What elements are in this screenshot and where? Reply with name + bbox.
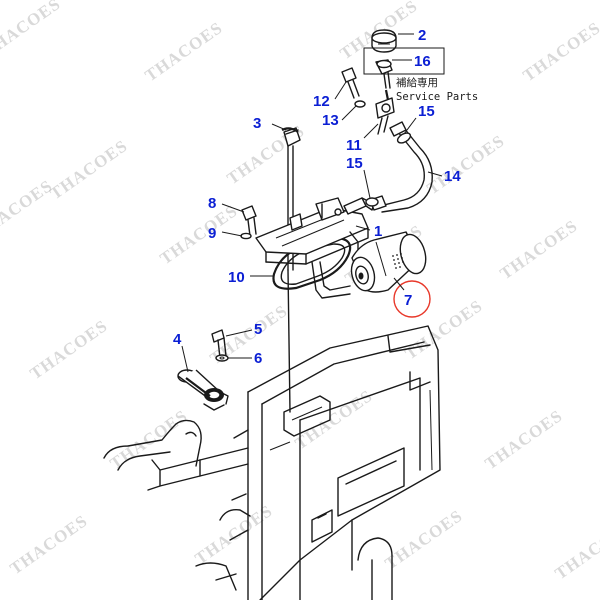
front-linkage — [103, 419, 251, 591]
callout-10: 10 — [228, 269, 245, 286]
machine-frame — [247, 325, 441, 600]
watermark: THACOES — [26, 316, 111, 383]
callout-12: 12 — [313, 93, 330, 110]
watermark: THACOES — [141, 18, 226, 85]
watermark: THACOES — [0, 176, 56, 243]
filter-canister-4 — [177, 369, 229, 411]
mounting-rod — [287, 145, 294, 413]
callout-16: 16 — [414, 53, 431, 70]
part-16-fitting — [375, 59, 393, 89]
highlight-ring-7 — [393, 280, 431, 318]
cap-3 — [281, 127, 301, 147]
watermark: THACOES — [519, 18, 600, 85]
callout-15-upper: 15 — [418, 103, 435, 120]
watermark: THACOES — [423, 131, 508, 198]
bolt-8 — [241, 205, 257, 237]
watermark: THACOES — [156, 201, 241, 268]
callout-15-lower: 15 — [346, 155, 363, 172]
watermark: THACOES — [191, 501, 276, 568]
callout-8: 8 — [208, 195, 216, 212]
callout-9: 9 — [208, 225, 216, 242]
watermark: THACOES — [291, 386, 376, 453]
callout-2: 2 — [418, 27, 426, 44]
service-note-english: Service Parts — [396, 91, 478, 103]
leader-lines — [181, 33, 443, 373]
callout-3: 3 — [253, 115, 261, 132]
filter-cartridge-7 — [350, 231, 427, 293]
filter-head-1 — [255, 197, 375, 299]
hose-14 — [369, 121, 433, 213]
washer-9 — [240, 232, 252, 240]
watermark: THACOES — [481, 406, 566, 473]
clip-15-lower — [365, 197, 379, 207]
service-note-japanese: 補給専用 — [396, 76, 438, 89]
watermark: THACOES — [496, 216, 581, 283]
callout-14: 14 — [444, 168, 461, 185]
watermark: THACOES — [551, 516, 600, 583]
bolt-5 — [211, 329, 227, 359]
callout-5: 5 — [254, 321, 262, 338]
watermark: THACOES — [6, 511, 91, 578]
fitting-11 — [375, 89, 395, 135]
washer-6 — [215, 354, 229, 362]
callout-11: 11 — [346, 137, 362, 154]
callout-7: 7 — [404, 292, 412, 309]
watermark: THACOES — [381, 506, 466, 573]
callout-6: 6 — [254, 350, 262, 367]
clip-15-upper — [396, 132, 412, 144]
watermark: THACOES — [106, 406, 191, 473]
callout-13: 13 — [322, 112, 339, 129]
watermark: THACOES — [46, 136, 131, 203]
cap-2 — [371, 29, 397, 53]
bolt-12 — [341, 67, 360, 99]
washer-13 — [354, 100, 366, 108]
watermark: THACOES — [0, 0, 64, 61]
callout-4: 4 — [173, 331, 182, 348]
callout-1: 1 — [374, 223, 382, 240]
service-parts-box — [363, 47, 445, 75]
callout-labels: 2 16 3 12 13 11 15 15 14 8 9 1 10 7 5 6 … — [173, 27, 461, 367]
